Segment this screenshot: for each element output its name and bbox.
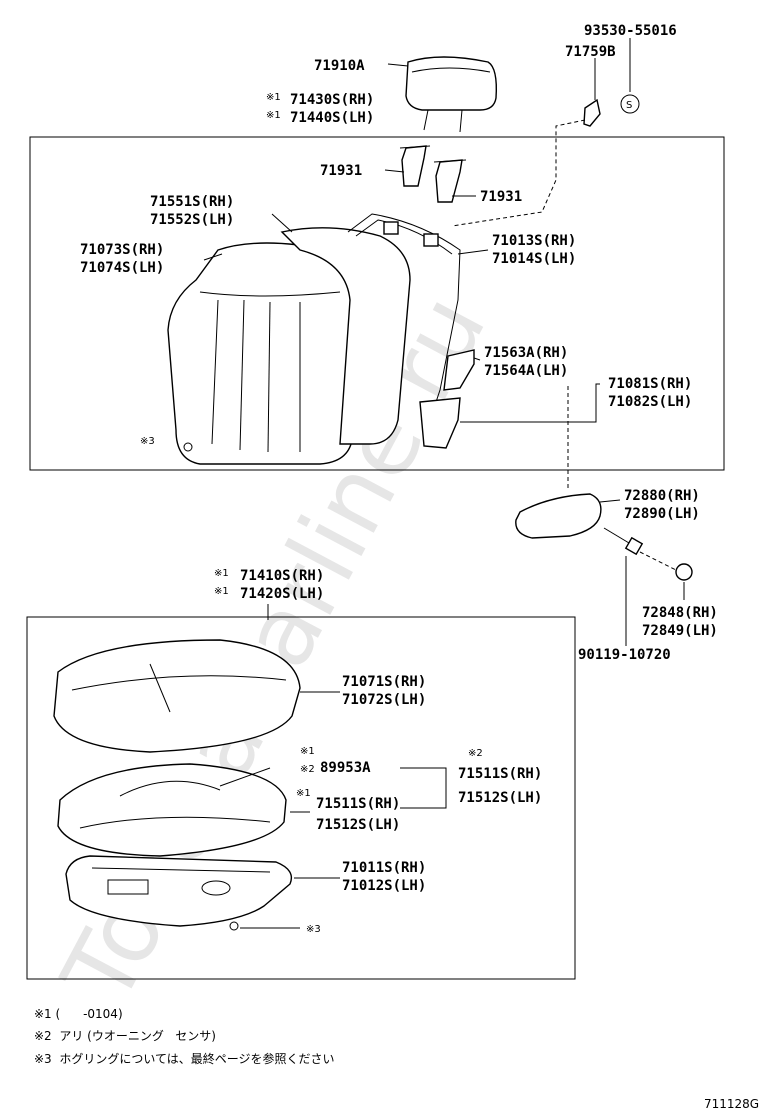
footnote-3: ※3 ホグリングについては、最終ページを参照ください bbox=[34, 1051, 334, 1066]
label-71074s: 71074S(LH) bbox=[80, 260, 164, 276]
label-71430s: 71430S(RH) bbox=[290, 92, 374, 108]
armrest-drawing bbox=[515, 493, 602, 539]
mark-1-89953: ※1 bbox=[300, 746, 315, 757]
label-71440s: 71440S(LH) bbox=[290, 110, 374, 126]
headrest-drawing bbox=[405, 56, 498, 133]
side-cover-71563a-drawing bbox=[443, 349, 475, 391]
mark-1-71430: ※1 bbox=[266, 92, 281, 103]
label-71931-left: 71931 bbox=[320, 163, 362, 179]
label-71420s: 71420S(LH) bbox=[240, 586, 324, 602]
figure-code: 711128G bbox=[704, 1097, 759, 1111]
label-71072s: 71072S(LH) bbox=[342, 692, 426, 708]
mark-1-71440: ※1 bbox=[266, 110, 281, 121]
label-71073s: 71073S(RH) bbox=[80, 242, 164, 258]
label-72890: 72890(LH) bbox=[624, 506, 700, 522]
seatback-frame-drawing bbox=[347, 213, 461, 421]
cap-72848-drawing bbox=[675, 563, 693, 581]
label-71014s: 71014S(LH) bbox=[492, 251, 576, 267]
label-72880: 72880(RH) bbox=[624, 488, 700, 504]
footnote-1: ※1 ( -0104) bbox=[34, 1007, 123, 1021]
headrest-guide-right-drawing bbox=[433, 159, 467, 203]
label-71512s-left: 71512S(LH) bbox=[316, 817, 400, 833]
label-72848: 72848(RH) bbox=[642, 605, 718, 621]
label-90119-10720: 90119-10720 bbox=[578, 647, 671, 663]
bolt-drawing bbox=[603, 527, 644, 556]
seatback-frame-box bbox=[29, 136, 725, 471]
label-71563a: 71563A(RH) bbox=[484, 345, 568, 361]
footnote-2: ※2 アリ (ウオーニング センサ) bbox=[34, 1029, 216, 1043]
cushion-cover-drawing bbox=[53, 639, 301, 753]
hog-ring-mark-bottom bbox=[229, 921, 239, 931]
clip-71759b-drawing bbox=[583, 98, 601, 127]
label-72849: 72849(LH) bbox=[642, 623, 718, 639]
label-71910a: 71910A bbox=[314, 58, 365, 74]
recliner-cover-71081s-drawing bbox=[419, 397, 461, 449]
cushion-frame-drawing bbox=[65, 855, 293, 927]
label-71564a: 71564A(LH) bbox=[484, 363, 568, 379]
mark-2-71511: ※2 bbox=[468, 748, 483, 759]
cushion-frame-box bbox=[26, 616, 576, 980]
label-71511s-left: 71511S(RH) bbox=[316, 796, 400, 812]
mark-1-71410: ※1 bbox=[214, 568, 229, 579]
label-71552s: 71552S(LH) bbox=[150, 212, 234, 228]
label-71082s: 71082S(LH) bbox=[608, 394, 692, 410]
label-71759b: 71759B bbox=[565, 44, 616, 60]
label-71011s: 71011S(RH) bbox=[342, 860, 426, 876]
leader-71910a bbox=[387, 63, 409, 67]
label-93530-55016: 93530-55016 bbox=[584, 23, 677, 39]
mark-1-71511: ※1 bbox=[296, 788, 311, 799]
label-71512s-right: 71512S(LH) bbox=[458, 790, 542, 806]
label-71551s: 71551S(RH) bbox=[150, 194, 234, 210]
mark-2-89953: ※2 bbox=[300, 764, 315, 775]
mark-1-71420: ※1 bbox=[214, 586, 229, 597]
label-71931-right: 71931 bbox=[480, 189, 522, 205]
seatback-cover-drawing bbox=[167, 242, 361, 465]
s-symbol-circle bbox=[620, 94, 640, 114]
s-symbol: S bbox=[626, 100, 632, 111]
label-89953a: 89953A bbox=[320, 760, 371, 776]
mark-3-bottom: ※3 bbox=[306, 924, 321, 935]
label-71081s: 71081S(RH) bbox=[608, 376, 692, 392]
seatback-pad-drawing bbox=[280, 227, 411, 445]
cushion-pad-drawing bbox=[57, 763, 287, 857]
label-71012s: 71012S(LH) bbox=[342, 878, 426, 894]
hog-ring-mark-top bbox=[183, 442, 193, 452]
headrest-guide-left-drawing bbox=[399, 145, 431, 187]
label-71410s: 71410S(RH) bbox=[240, 568, 324, 584]
mark-3-top: ※3 bbox=[140, 436, 155, 447]
label-71013s: 71013S(RH) bbox=[492, 233, 576, 249]
label-71071s: 71071S(RH) bbox=[342, 674, 426, 690]
label-71511s-right: 71511S(RH) bbox=[458, 766, 542, 782]
